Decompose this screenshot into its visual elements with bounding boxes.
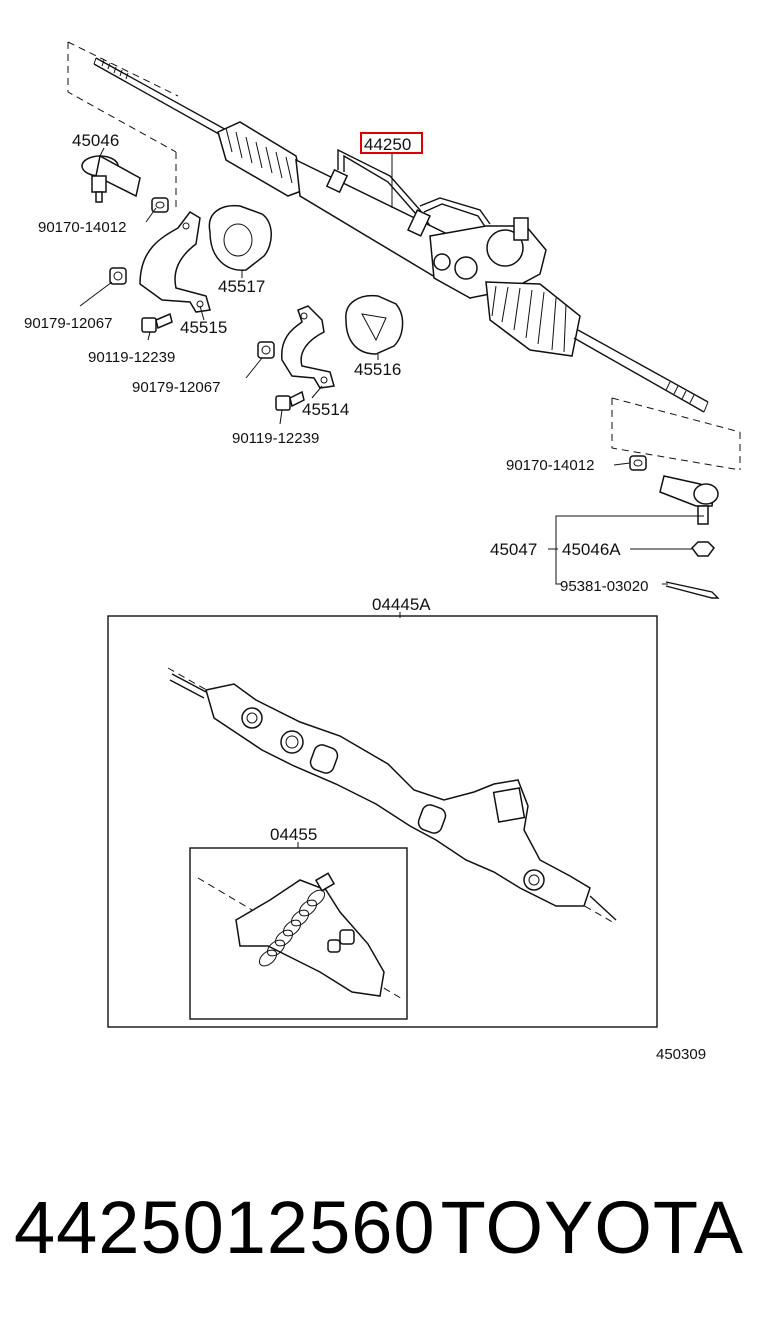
label-45046A[interactable]: 45046A xyxy=(562,540,621,559)
brand-name: TOYOTA xyxy=(440,1186,744,1269)
grommet-45517 xyxy=(208,204,272,271)
bolt-90119-upper xyxy=(141,312,173,333)
label-45516[interactable]: 45516 xyxy=(354,360,401,379)
label-45047[interactable]: 45047 xyxy=(490,540,537,559)
parts-diagram: 44250 45046 90170-14012 45517 90179-1206… xyxy=(24,41,741,1063)
right-dashed-bracket xyxy=(611,397,741,471)
label-45514[interactable]: 45514 xyxy=(302,400,349,419)
nut-90179-lower xyxy=(257,341,275,359)
leader-lines-upper xyxy=(79,147,704,585)
right-lock-nut xyxy=(629,455,647,471)
castle-nut xyxy=(691,541,715,557)
nut-90179-upper xyxy=(109,267,127,285)
left-dashed-bracket xyxy=(67,41,179,210)
left-tie-rod-end xyxy=(81,154,141,203)
part-number: 4425012560 xyxy=(14,1186,436,1269)
label-95381[interactable]: 95381-03020 xyxy=(560,578,648,595)
label-90170-left[interactable]: 90170-14012 xyxy=(38,219,126,236)
label-04455[interactable]: 04455 xyxy=(270,825,317,844)
label-90170-right[interactable]: 90170-14012 xyxy=(506,457,594,474)
label-04445A[interactable]: 04445A xyxy=(372,595,431,614)
kit-04445A-frame xyxy=(107,615,658,1028)
label-45515[interactable]: 45515 xyxy=(180,318,227,337)
kit-rack-assembly xyxy=(167,667,617,925)
label-90119-lower[interactable]: 90119-12239 xyxy=(232,430,319,447)
kit-04455-frame xyxy=(189,847,408,1020)
footer: 4425012560 TOYOTA xyxy=(0,1185,760,1295)
right-tie-rod xyxy=(573,329,709,413)
rack-housing xyxy=(217,121,581,357)
grommet-45516 xyxy=(345,294,404,355)
right-tie-rod-end xyxy=(659,475,719,525)
label-45046[interactable]: 45046 xyxy=(72,131,119,150)
diagram-ref-number: 450309 xyxy=(656,1046,706,1063)
label-90179-upper[interactable]: 90179-12067 xyxy=(24,315,112,332)
cotter-pin xyxy=(665,581,720,599)
bracket-45514 xyxy=(281,305,335,389)
left-tie-rod xyxy=(93,57,231,139)
bolt-90119-lower xyxy=(275,390,305,411)
label-44250[interactable]: 44250 xyxy=(364,135,411,154)
label-90179-lower[interactable]: 90179-12067 xyxy=(132,379,220,396)
bracket-45515 xyxy=(139,211,211,313)
label-45517[interactable]: 45517 xyxy=(218,277,265,296)
highlight-box xyxy=(360,132,423,154)
label-90119-upper[interactable]: 90119-12239 xyxy=(88,349,175,366)
kit-04455-parts xyxy=(197,872,405,1001)
